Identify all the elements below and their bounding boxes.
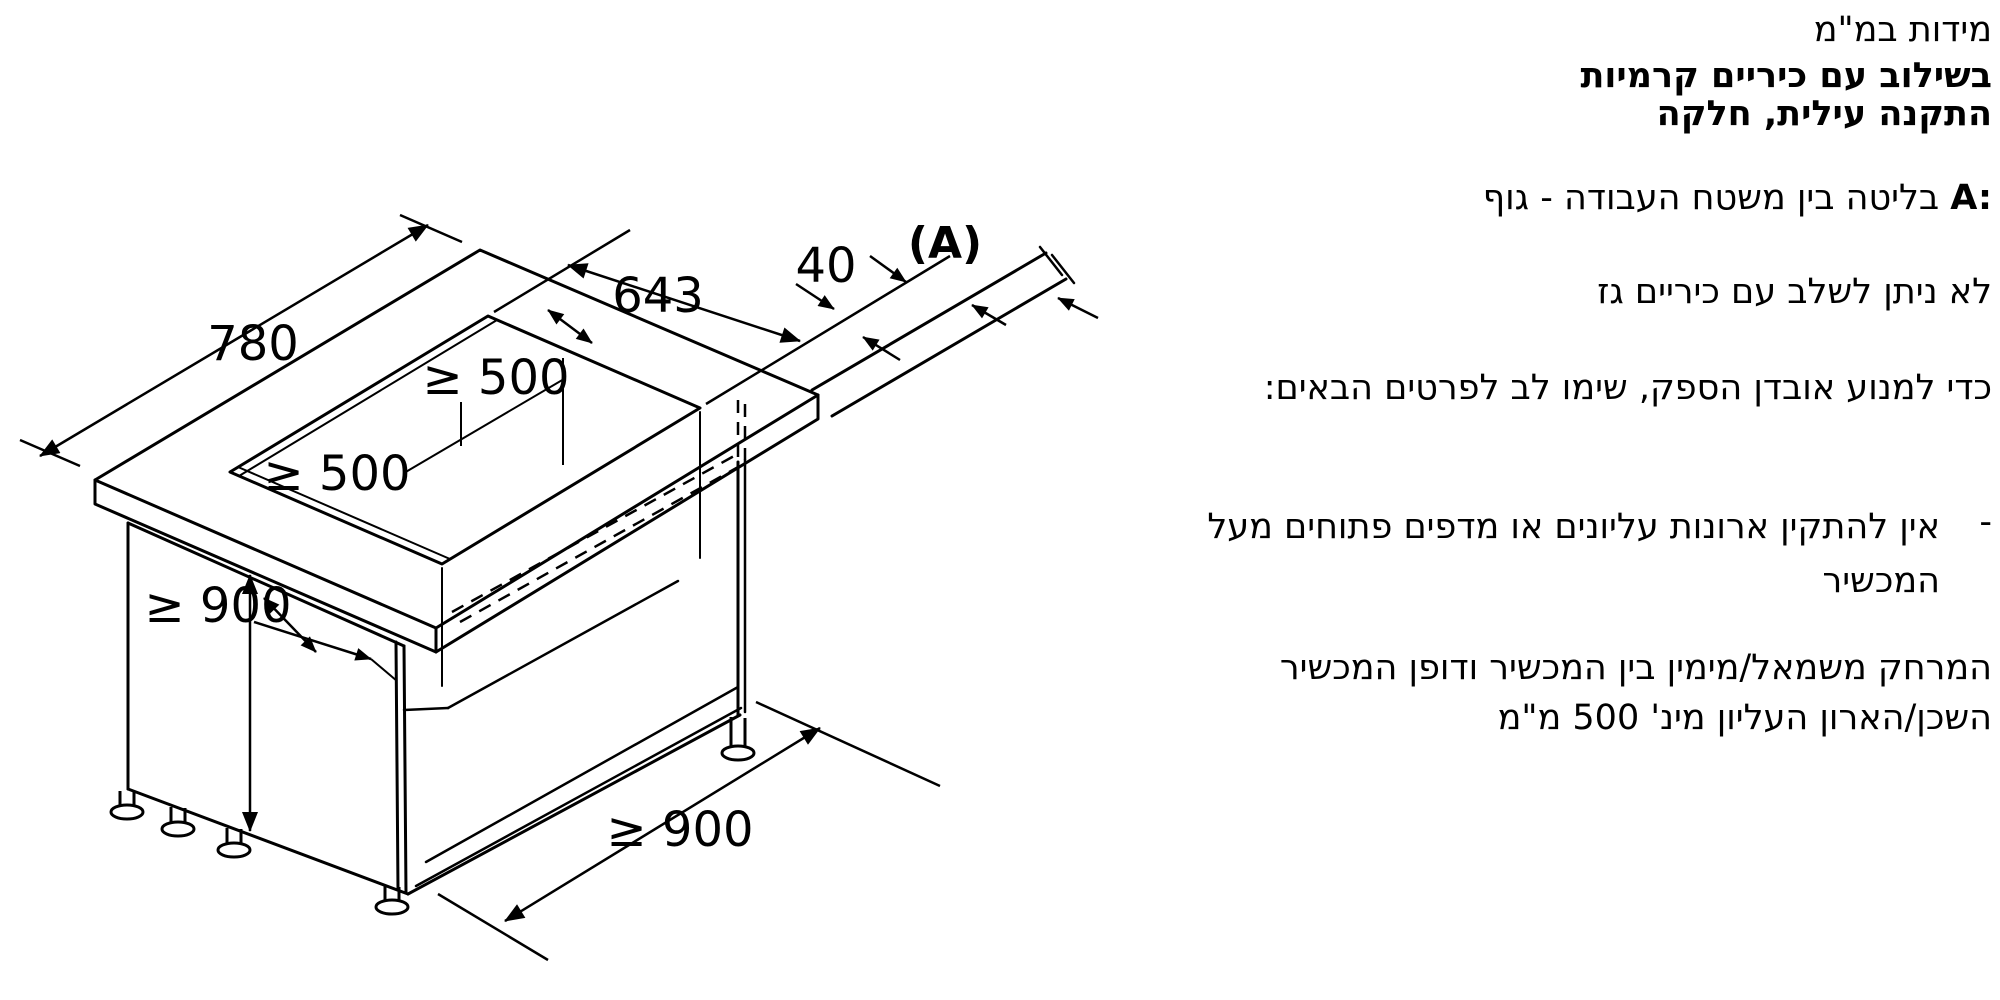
units-note: מידות במ"מ [1813, 10, 1992, 50]
cabinet-back-bottom-edge [446, 579, 680, 710]
arrow-A-a [869, 254, 907, 284]
arrow-40-a [795, 282, 835, 311]
distance-note: המרחק משמאל/מימין בין המכשיר ודופן המכשי… [1279, 648, 1992, 738]
label-780: 780 [207, 316, 299, 372]
ext-643-right [705, 254, 951, 406]
label-900-depth: ≥ 900 [606, 802, 753, 858]
dim-780 [39, 223, 429, 458]
item-a-note: A: בליטה בין משטח העבודה - גוף [1140, 176, 1992, 222]
strip-break-line-2 [1050, 253, 1076, 285]
installation-diagram: 780 643 40 (A) ≥ 500 ≥ 500 ≥ 900 ≥ 900 [19, 213, 1099, 962]
ext-780-left [19, 438, 81, 468]
worktop-strip-bottom-edge [830, 277, 1068, 418]
hidden-cabinet-top-edge-1 [451, 454, 735, 614]
bullet-item: - אין להתקין ארונות עליונים או מדפים פתו… [1140, 500, 1992, 608]
label-500-front: ≥ 500 [263, 446, 410, 502]
cabinet-front-bottom-edge [126, 787, 410, 896]
ext-780-right [399, 213, 463, 244]
worktop-thickness-right [434, 393, 820, 654]
label-900-height: ≥ 900 [144, 578, 291, 634]
strip-break-line-1 [1038, 245, 1064, 277]
foot-base [374, 898, 410, 916]
hidden-cabinet-top-edge-2 [459, 464, 741, 624]
cutout-inner-lip-left [237, 466, 451, 560]
arrow-500-rear [547, 309, 593, 344]
ext-900-depth-left [437, 892, 549, 962]
ext-643-left [493, 228, 631, 314]
cabinet-front-right-edge-1 [394, 640, 400, 892]
label-643: 643 [612, 268, 704, 324]
leader-500-front [403, 378, 565, 474]
arrow-A-c [1057, 296, 1099, 320]
title-line-2: התקנה עילית, חלקה [1656, 94, 1992, 134]
ext-900-depth-right [755, 700, 941, 788]
foot-base [720, 744, 756, 762]
no-gas-note: לא ניתן לשלב עם כיריים גז [1597, 272, 1992, 312]
dimension-lines [19, 213, 1099, 962]
worktop-top-face [93, 248, 820, 630]
cabinet-bottom-right-edge-2 [414, 706, 743, 888]
arrow-40-b [862, 335, 901, 362]
cabinet-interior-step [402, 706, 450, 712]
label-40: 40 [795, 238, 856, 294]
worktop-strip-top-edge [810, 251, 1048, 392]
dim-643 [567, 263, 801, 343]
leader-900-height-tail [370, 658, 398, 682]
cabinet-front-top-edge [126, 521, 406, 648]
item-a-text: בליטה בין משטח העבודה - גוף [1482, 178, 1940, 218]
foot-base [216, 841, 252, 859]
foot-base [160, 820, 196, 838]
item-a-label: A: [1950, 178, 1992, 218]
title-line-1: בשילוב עם כיריים קרמיות [1580, 56, 1992, 96]
leader-900-height [253, 620, 372, 661]
label-A: (A) [908, 218, 982, 269]
arrow-A-b [971, 303, 1007, 327]
power-loss-note: כדי למנוע אובדן הספק, שימו לב לפרטים הבא… [1263, 368, 1992, 408]
bullet-text: אין להתקין ארונות עליונים או מדפים פתוחי… [1207, 507, 1940, 601]
foot-base [109, 803, 145, 821]
cabinet-front-right-edge-2 [402, 644, 408, 895]
arrow-500-front [263, 597, 317, 653]
dimension-labels: 780 643 40 (A) ≥ 500 ≥ 500 ≥ 900 ≥ 900 [144, 218, 982, 858]
bullet-marker: - [1979, 502, 1992, 542]
worktop-thickness-left [93, 478, 438, 654]
label-500-rear: ≥ 500 [422, 350, 569, 406]
hidden-edges [451, 400, 747, 624]
dim-900-depth [504, 726, 821, 923]
